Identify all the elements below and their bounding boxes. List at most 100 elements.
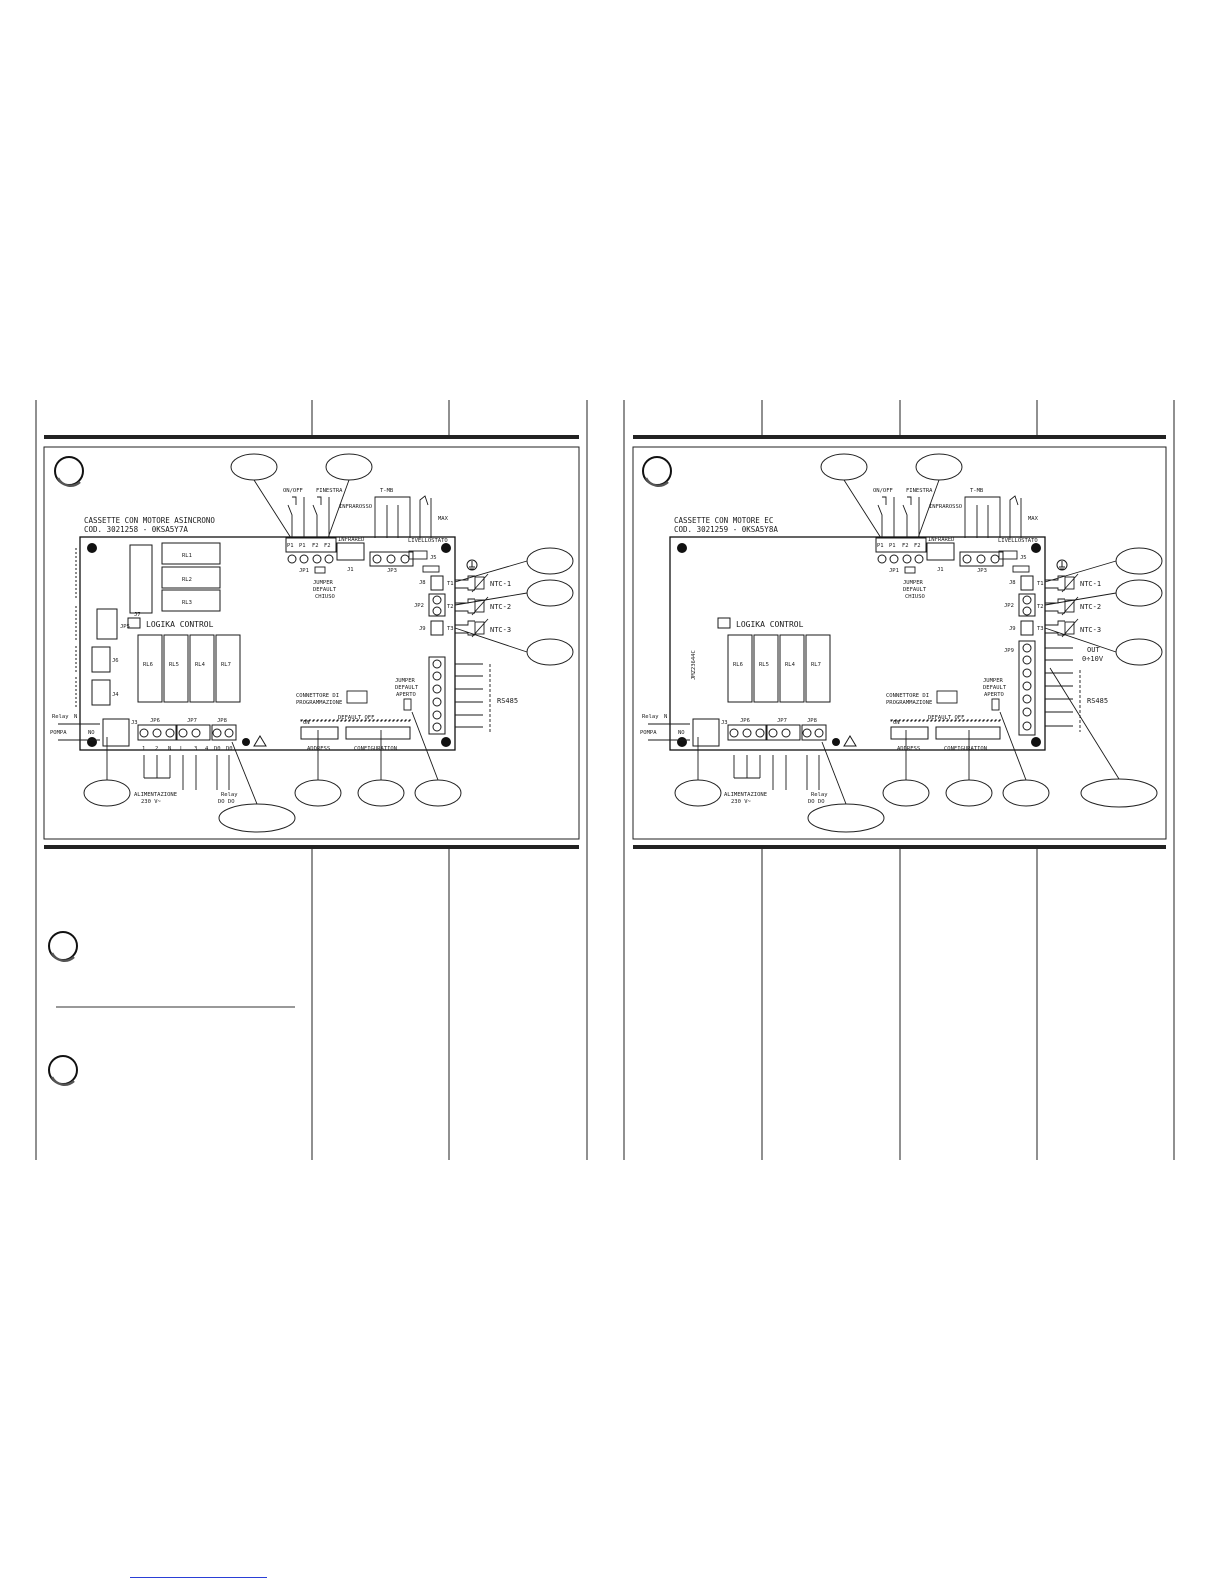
earth-icon: [1056, 559, 1068, 571]
ntc-3-label: NTC-3: [490, 626, 511, 634]
svg-text:POMPA: POMPA: [50, 730, 67, 736]
ntc-1-label: NTC-1: [490, 580, 511, 588]
address-dip-switch: [890, 726, 929, 740]
svg-text:CHIUSO: CHIUSO: [905, 594, 925, 600]
jumper-closed-1: JUMPER: [313, 580, 334, 586]
svg-text:JP8: JP8: [807, 718, 817, 724]
svg-text:RL5: RL5: [169, 662, 179, 668]
svg-text:RL4: RL4: [785, 662, 796, 668]
svg-text:J5: J5: [1020, 555, 1027, 561]
callout-ovals: [83, 453, 574, 833]
svg-text:RL7: RL7: [811, 662, 821, 668]
svg-text:J9: J9: [419, 626, 426, 632]
board-code: COD. 3021258 - 0KSA5Y7A: [84, 525, 188, 534]
j3-pump-relay: [102, 718, 130, 747]
svg-text:1: 1: [142, 746, 145, 752]
earth-icon: [466, 559, 478, 571]
svg-text:ALIMENTAZIONE: ALIMENTAZIONE: [724, 792, 767, 798]
svg-text:Relay: Relay: [811, 792, 828, 798]
board-title: CASSETTE CON MOTORE EC: [674, 516, 773, 525]
svg-text:N: N: [664, 714, 667, 720]
svg-text:DEFAULT: DEFAULT: [395, 685, 419, 691]
j8-connector: [430, 575, 444, 591]
svg-text:Relay: Relay: [642, 714, 659, 720]
svg-text:J9: J9: [1009, 626, 1016, 632]
left-connectors: [75, 548, 118, 708]
warning-icon: [253, 735, 267, 747]
svg-text:JP6: JP6: [150, 718, 160, 724]
svg-text:CONFIGURATION: CONFIGURATION: [944, 746, 987, 752]
mounting-holes: [677, 543, 1041, 747]
svg-text:NTC-3: NTC-3: [1080, 626, 1101, 634]
svg-text:APERTO: APERTO: [984, 692, 1004, 698]
svg-text:POMPA: POMPA: [640, 730, 657, 736]
term-p1a: P1: [287, 543, 294, 549]
out-label: OUT: [1087, 646, 1100, 654]
svg-text:INFRAROSSO: INFRAROSSO: [929, 504, 962, 510]
ntc-sensors: [455, 573, 489, 638]
svg-text:L: L: [180, 746, 184, 752]
left-diagram-svg: CASSETTE CON MOTORE ASINCRONO COD. 30212…: [35, 400, 588, 1160]
svg-text:DEFAULT: DEFAULT: [903, 587, 927, 593]
out-range-label: 0÷10V: [1082, 655, 1104, 663]
j9-connector: [430, 620, 444, 636]
svg-text:ON: ON: [303, 720, 310, 726]
svg-text:T3: T3: [447, 626, 454, 632]
right-diagram-svg: CASSETTE CON MOTORE EC COD. 3021259 - 0K…: [623, 400, 1175, 1160]
j5-connector: [408, 550, 428, 560]
rs485-label: RS485: [1087, 697, 1108, 705]
term-f2a: F2: [312, 543, 319, 549]
svg-text:CONFIGURATION: CONFIGURATION: [354, 746, 397, 752]
label-tmb: T-MB: [380, 488, 394, 494]
bottom-terminal-labels: 1 2 N L 3 4 D0 D0: [142, 746, 233, 752]
callout-leaders: [697, 479, 1120, 805]
svg-text:JP3: JP3: [387, 568, 397, 574]
svg-text:N: N: [74, 714, 77, 720]
svg-text:J1: J1: [937, 567, 944, 573]
svg-text:P1: P1: [877, 543, 884, 549]
infrared-connector-j1: [336, 542, 365, 561]
svg-text:DEFAULT: DEFAULT: [983, 685, 1007, 691]
svg-text:MAX: MAX: [1028, 516, 1039, 522]
svg-text:NO: NO: [678, 730, 685, 736]
svg-text:JP2: JP2: [414, 603, 424, 609]
bottom-thick-rule: [633, 845, 1166, 849]
configuration-dip-switch: [935, 726, 1001, 740]
board-code: COD. 3021259 - 0KSA5Y8A: [674, 525, 778, 534]
svg-text:PROGRAMMAZIONE: PROGRAMMAZIONE: [886, 700, 932, 706]
svg-text:JP5: JP5: [120, 624, 130, 630]
svg-text:230 V~: 230 V~: [731, 799, 752, 805]
svg-text:N: N: [168, 746, 171, 752]
svg-text:JP9: JP9: [1004, 648, 1014, 654]
logo-icon: [717, 617, 731, 629]
svg-text:JP7: JP7: [777, 718, 787, 724]
svg-text:T3: T3: [1037, 626, 1044, 632]
top-thick-rule: [633, 435, 1166, 439]
logo-text: LOGIKA CONTROL: [146, 620, 214, 629]
mounting-holes: [87, 543, 451, 747]
svg-text:RL2: RL2: [182, 577, 192, 583]
warning-icon: [843, 735, 857, 747]
left-page: CASSETTE CON MOTORE ASINCRONO COD. 30212…: [0, 0, 612, 1585]
svg-text:NO: NO: [88, 730, 95, 736]
label-livellostato: LIVELLOSTATO: [408, 538, 448, 544]
svg-text:D0: D0: [226, 746, 233, 752]
rs485-arrows: [455, 663, 491, 732]
svg-text:CONNETTORE DI: CONNETTORE DI: [296, 693, 339, 699]
svg-text:INFRARED: INFRARED: [928, 537, 955, 543]
rs485-terminal-block: [428, 656, 446, 735]
right-page: CASSETTE CON MOTORE EC COD. 3021259 - 0K…: [590, 0, 1202, 1585]
svg-text:T2: T2: [1037, 604, 1044, 610]
svg-text:J8: J8: [419, 580, 426, 586]
diagram-frame: [43, 446, 580, 840]
jp3-terminal-block: [369, 551, 414, 567]
footer-link-underline[interactable]: [130, 1577, 267, 1578]
svg-text:RL7: RL7: [221, 662, 231, 668]
svg-text:RL3: RL3: [182, 600, 192, 606]
column-rules: [35, 400, 588, 1160]
svg-text:JP2: JP2: [1004, 603, 1014, 609]
callout-ovals: [674, 453, 1163, 833]
svg-text:J4: J4: [112, 692, 119, 698]
svg-text:F2: F2: [914, 543, 921, 549]
svg-text:J3: J3: [721, 720, 728, 726]
